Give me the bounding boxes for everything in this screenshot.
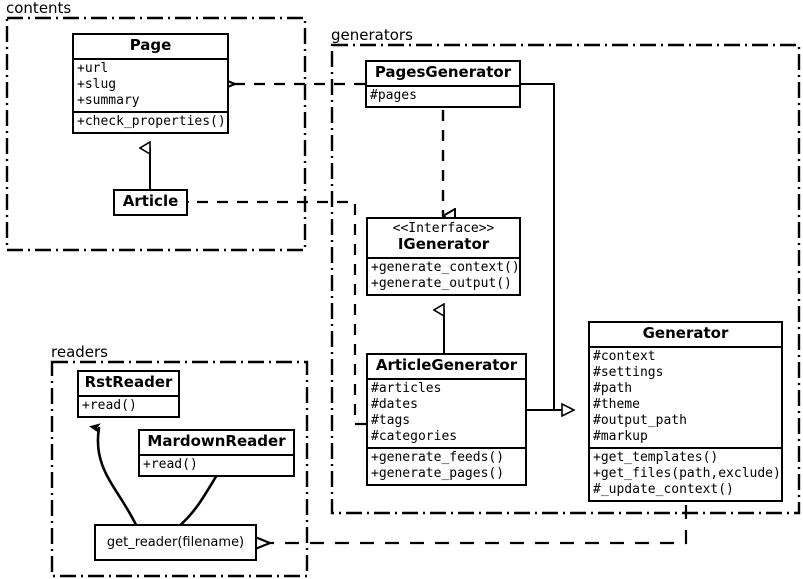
class-box-article[interactable]: Article	[113, 189, 188, 216]
class-member: #theme	[593, 396, 640, 412]
class-member: #output_path	[593, 412, 687, 428]
class-title-article-generator: ArticleGenerator	[375, 356, 518, 374]
relation-articlegenerator-depends-article	[188, 202, 366, 426]
class-member: #settings	[593, 364, 664, 380]
class-member: #_update_context()	[593, 481, 734, 497]
class-member: +generate_pages()	[371, 465, 505, 481]
class-member: #tags	[371, 412, 411, 428]
class-attributes-article-generator: #articles #dates #tags #categories	[368, 377, 525, 447]
class-box-rst-reader[interactable]: RstReader +read()	[77, 370, 180, 418]
package-label-readers: readers	[51, 343, 108, 361]
class-member: #markup	[593, 428, 648, 444]
class-operations-generator: +get_templates() +get_files(path,exclude…	[590, 446, 781, 500]
class-member: +slug	[77, 76, 117, 92]
class-member: #articles	[371, 380, 442, 396]
class-member: +summary	[77, 92, 140, 108]
relation-generator-depends-getreader	[270, 505, 688, 543]
class-attributes-pages-generator: #pages	[367, 84, 519, 106]
class-box-pages-generator[interactable]: PagesGenerator #pages	[365, 60, 521, 108]
function-box-get-reader[interactable]: get_reader(filename)	[94, 524, 257, 561]
class-box-mardown-reader[interactable]: MardownReader +read()	[138, 429, 295, 477]
class-title-page: Page	[129, 36, 172, 54]
class-member: #path	[593, 380, 633, 396]
class-operations-rst-reader: +read()	[79, 394, 178, 416]
class-member: #pages	[370, 87, 417, 103]
relation-getreader-creates-rstreader	[89, 423, 139, 529]
package-frame-generators	[330, 43, 801, 515]
package-label-contents: contents	[6, 0, 72, 17]
class-member: +generate_output()	[371, 275, 512, 291]
class-member: +url	[77, 60, 109, 76]
package-label-generators: generators	[331, 26, 413, 44]
class-title-mardown-reader: MardownReader	[147, 432, 286, 450]
class-box-article-generator[interactable]: ArticleGenerator #articles #dates #tags …	[366, 353, 527, 486]
class-member: +get_files(path,exclude)	[593, 465, 781, 481]
class-operations-page: +check_properties()	[74, 110, 227, 132]
class-member: #categories	[371, 428, 458, 444]
class-member: +read()	[143, 456, 198, 472]
class-title-article: Article	[122, 192, 179, 210]
relation-pagesgenerator-generalizes-generator	[521, 83, 574, 410]
class-member: +read()	[82, 397, 137, 413]
class-member: +check_properties()	[77, 113, 226, 129]
class-operations-article-generator: +generate_feeds() +generate_pages()	[368, 446, 525, 484]
package-frame-contents	[5, 16, 307, 252]
package-frame-readers	[50, 360, 309, 578]
class-member: #dates	[371, 396, 418, 412]
function-label-get-reader: get_reader(filename)	[106, 535, 245, 550]
class-attributes-generator: #context #settings #path #theme #output_…	[590, 345, 781, 447]
class-title-pages-generator: PagesGenerator	[374, 63, 512, 81]
relation-getreader-creates-mardownreader	[175, 464, 224, 530]
class-box-generator[interactable]: Generator #context #settings #path #them…	[588, 321, 783, 502]
class-member: +generate_context()	[371, 259, 520, 275]
class-operations-mardown-reader: +read()	[140, 453, 293, 475]
class-title-generator: Generator	[642, 324, 729, 342]
class-name-igenerator: IGenerator	[397, 234, 490, 253]
class-attributes-page: +url +slug +summary	[74, 57, 227, 111]
class-title-rst-reader: RstReader	[84, 373, 173, 391]
class-title-igenerator: <<Interface>> IGenerator	[368, 219, 519, 257]
class-box-page[interactable]: Page +url +slug +summary +check_properti…	[72, 33, 229, 134]
class-operations-igenerator: +generate_context() +generate_output()	[368, 256, 520, 294]
class-member: +generate_feeds()	[371, 449, 505, 465]
class-member: +get_templates()	[593, 449, 719, 465]
class-member: #context	[593, 348, 656, 364]
class-box-igenerator[interactable]: <<Interface>> IGenerator +generate_conte…	[366, 217, 521, 296]
class-stereotype-igenerator: <<Interface>>	[392, 221, 495, 236]
